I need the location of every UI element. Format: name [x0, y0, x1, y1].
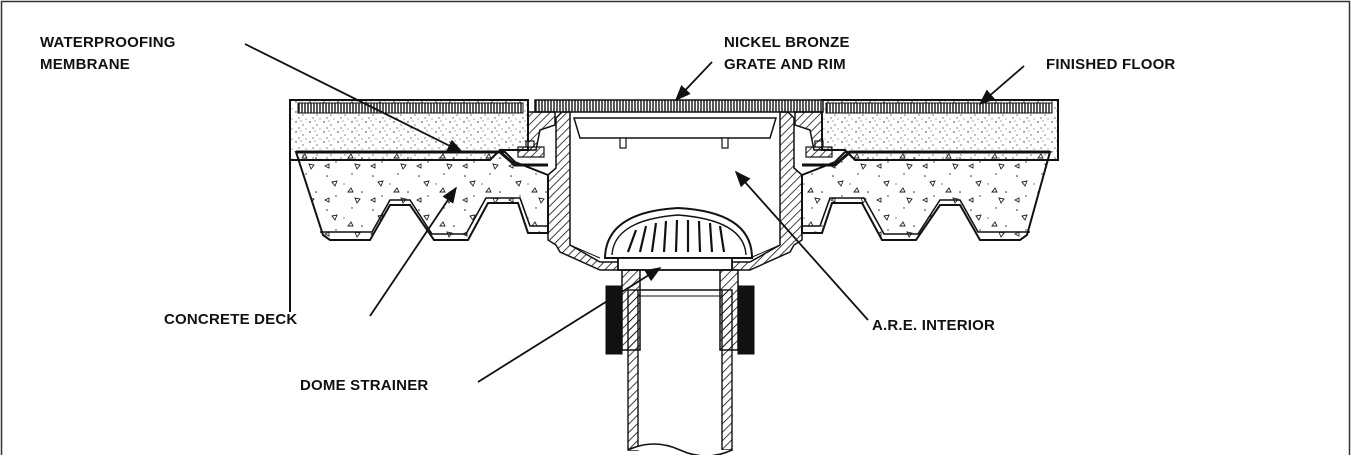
leader-are-interior: [734, 170, 869, 321]
right-floor-section: [801, 99, 1059, 241]
right-metal-deck: [802, 197, 1030, 235]
label-grate-line2: GRATE AND RIM: [724, 56, 846, 73]
label-dome-strainer: DOME STRAINER: [300, 377, 428, 394]
nickel-bronze-grate: [534, 99, 824, 113]
left-floor-section: [289, 99, 549, 312]
drain-body: [527, 99, 824, 271]
left-membrane: [296, 150, 548, 167]
pipe-wall-right: [721, 289, 733, 451]
leader-grate: [674, 61, 713, 102]
pipe-coupling-right: [737, 285, 755, 355]
strainer-collar: [617, 257, 733, 271]
dome-slots: [626, 219, 726, 253]
dome-strainer: [603, 206, 754, 271]
grate-ledge: [572, 117, 778, 139]
pipe-break-line: [627, 443, 733, 457]
outlet-pipe: [0, 269, 1351, 463]
right-rim-flange: [794, 111, 823, 151]
left-concrete-deck: [294, 151, 549, 241]
leader-concrete-deck: [369, 186, 457, 317]
left-grille-strip: [297, 102, 524, 114]
left-metal-deck: [320, 197, 548, 235]
leader-finished-floor: [978, 65, 1025, 106]
leader-waterproofing: [244, 43, 464, 153]
label-finished-floor: FINISHED FLOOR: [1046, 56, 1175, 73]
label-concrete-deck: CONCRETE DECK: [164, 311, 297, 328]
pipe-wall-left: [627, 289, 639, 451]
drain-body-shell-right: [731, 111, 803, 271]
leader-lines: [244, 43, 1025, 383]
label-grate-line1: NICKEL BRONZE: [724, 34, 850, 51]
label-are-interior: A.R.E. INTERIOR: [872, 317, 995, 334]
drain-body-shell: [547, 111, 619, 271]
label-waterproofing-line1: WATERPROOFING: [40, 34, 176, 51]
leader-dome-strainer: [477, 267, 662, 383]
right-membrane: [802, 150, 1050, 167]
right-grille-strip: [825, 102, 1053, 114]
left-rim-flange: [527, 111, 556, 151]
label-waterproofing-line2: MEMBRANE: [40, 56, 130, 73]
